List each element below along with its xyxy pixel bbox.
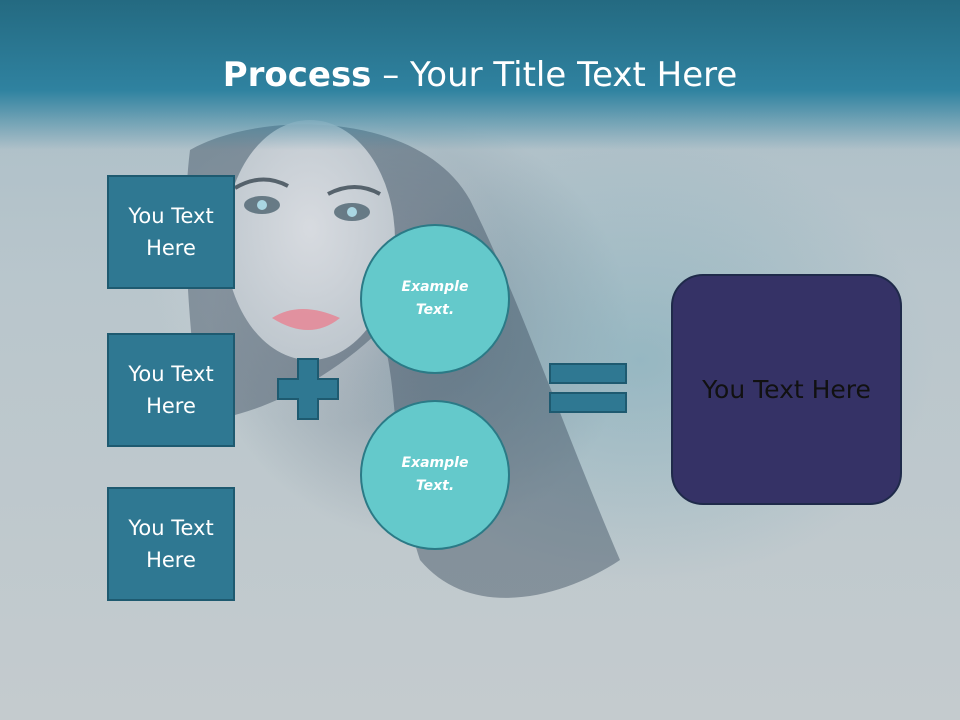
example-circle-1-label: Example Text. (401, 279, 469, 318)
example-circle-2: Example Text. (360, 400, 510, 550)
equals-bar-bottom (549, 392, 627, 413)
text-box-3: You Text Here (107, 487, 235, 601)
slide-title: Process – Your Title Text Here (0, 52, 960, 98)
equals-bar-top (549, 363, 627, 384)
text-box-2-label: You Text Here (128, 362, 214, 418)
text-box-3-label: You Text Here (128, 516, 214, 572)
result-box: You Text Here (671, 274, 902, 505)
example-circle-2-label: Example Text. (401, 455, 469, 494)
text-box-1-label: You Text Here (128, 204, 214, 260)
title-strong: Process (222, 55, 372, 95)
example-circle-1: Example Text. (360, 224, 510, 374)
header-band (0, 0, 960, 150)
text-box-2: You Text Here (107, 333, 235, 447)
text-box-1: You Text Here (107, 175, 235, 289)
result-box-label: You Text Here (702, 375, 871, 404)
plus-icon (277, 358, 339, 420)
title-rest: – Your Title Text Here (371, 55, 738, 95)
